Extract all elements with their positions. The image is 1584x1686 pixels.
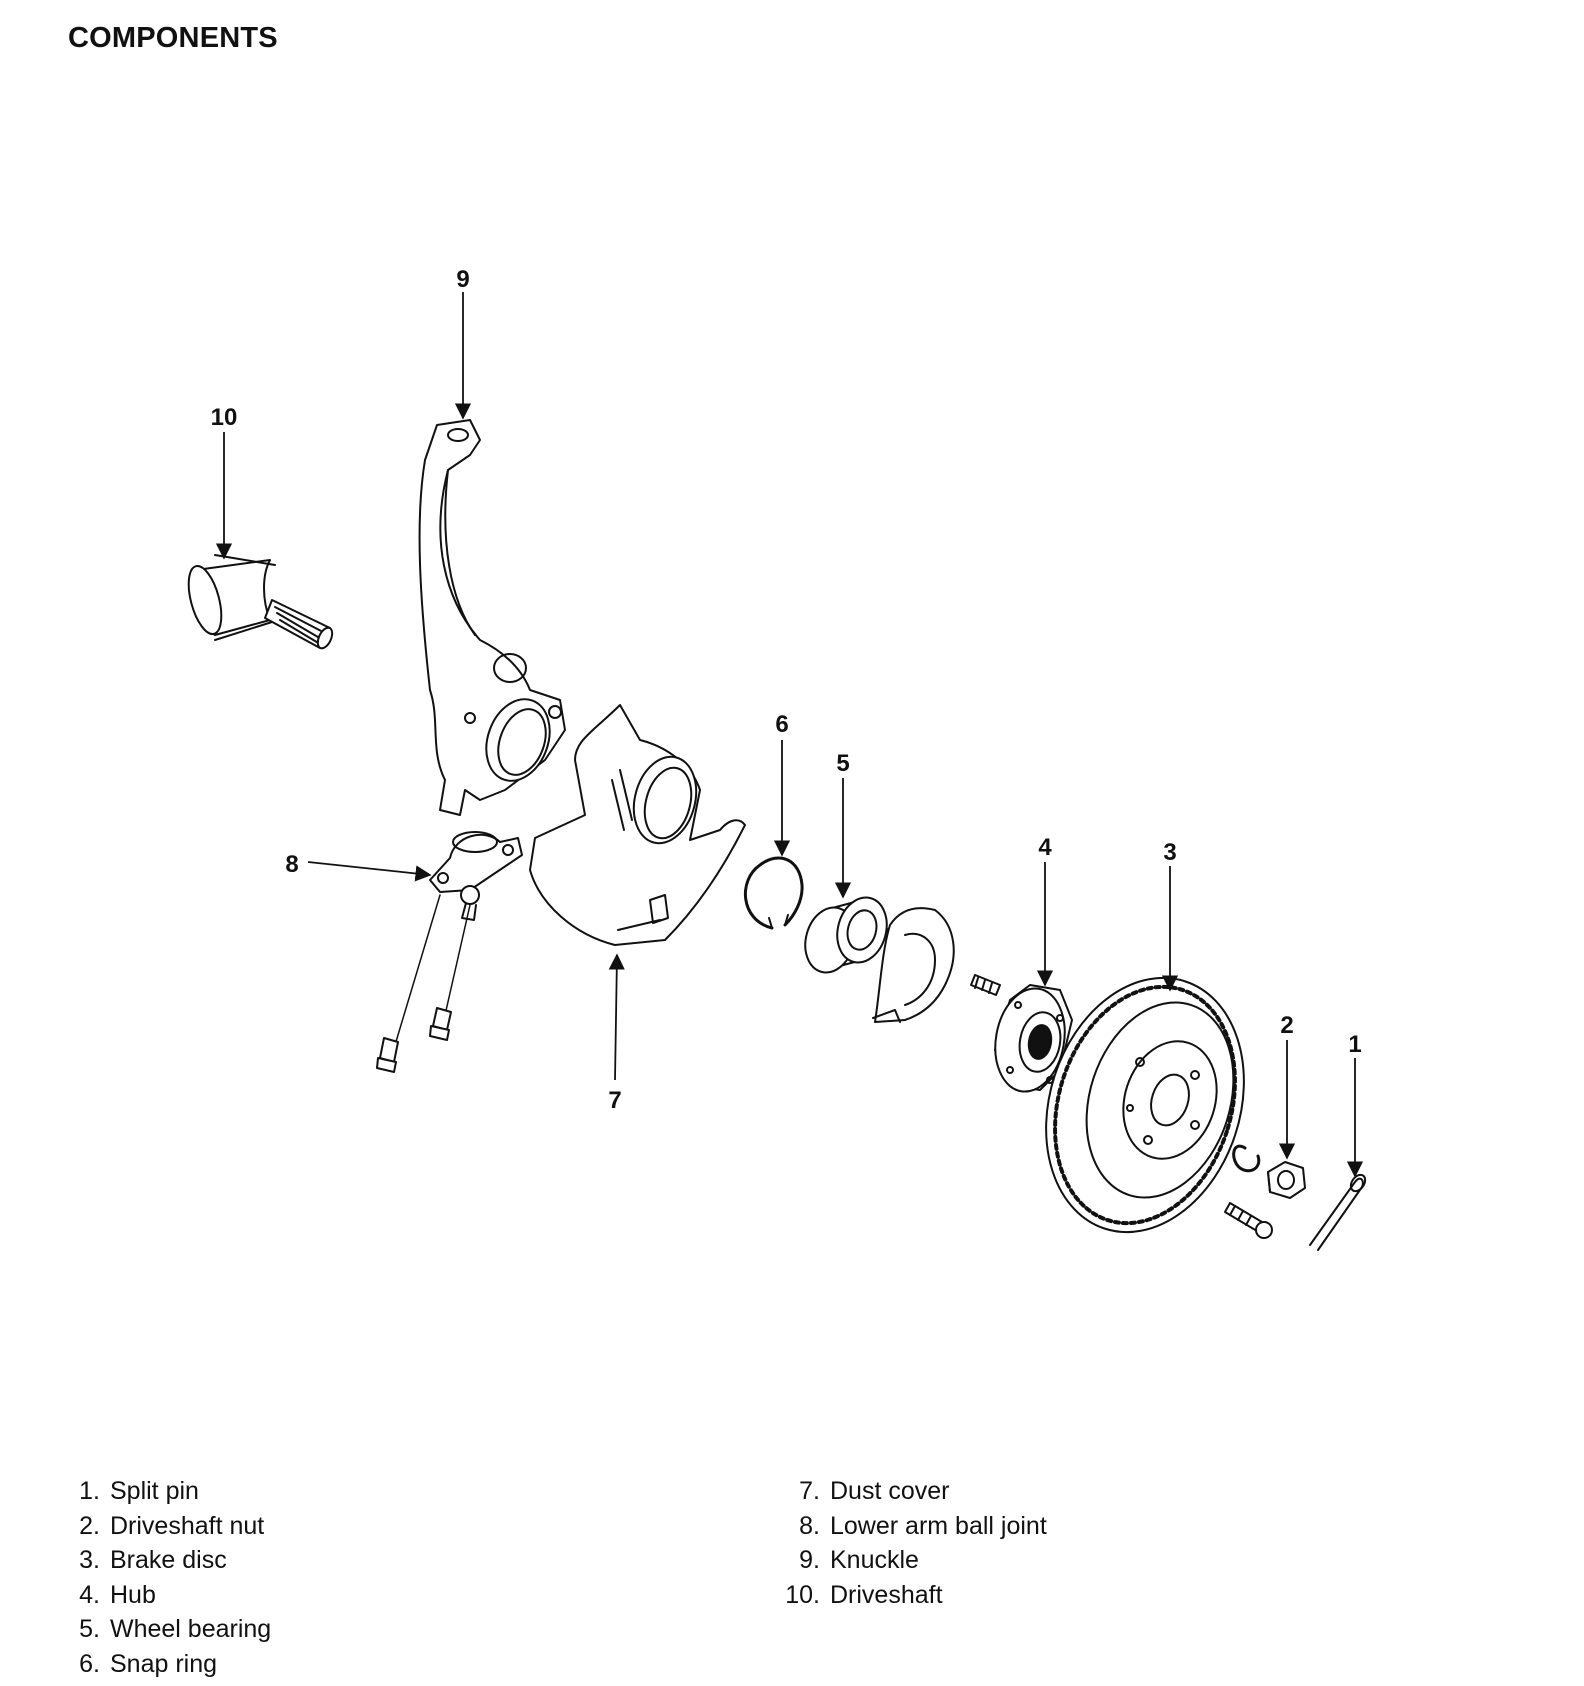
- list-item: 3.Brake disc: [79, 1546, 227, 1574]
- callout-2: 2: [1280, 1012, 1293, 1039]
- list-item: 10.Driveshaft: [785, 1580, 943, 1609]
- disc-screw-part: [1224, 1202, 1273, 1239]
- bearing-shield-part: [872, 907, 955, 1023]
- callout-1: 1: [1348, 1031, 1361, 1058]
- knuckle-part: [418, 419, 566, 816]
- ball-joint-bolt-part: [376, 894, 471, 1073]
- leader-7: [608, 953, 625, 1081]
- lower-arm-ball-joint-part: [429, 831, 523, 921]
- hub-part: [994, 984, 1073, 1093]
- callout-3: 3: [1163, 839, 1176, 866]
- snap-ring-part: [744, 856, 804, 930]
- wheel-bearing-part: [804, 896, 889, 974]
- callout-5: 5: [836, 750, 849, 777]
- leader-8: [307, 861, 432, 882]
- callout-10: 10: [211, 404, 238, 431]
- list-item: 7.Dust cover: [799, 1477, 950, 1505]
- parts-list-left: 1.Split pin 2.Driveshaft nut 3.Brake dis…: [64, 1474, 271, 1681]
- callout-8: 8: [285, 851, 298, 878]
- list-item: 9.Knuckle: [799, 1546, 919, 1574]
- exploded-view-diagram: 9 10 8 7 6 5 4 3 2 1: [187, 266, 1367, 1251]
- list-item: 6.Snap ring: [79, 1649, 218, 1678]
- callout-7: 7: [608, 1087, 621, 1114]
- split-pin-part: [1309, 1173, 1367, 1251]
- list-item: 4.Hub: [79, 1580, 156, 1609]
- parts-list-right: 7.Dust cover 8.Lower arm ball joint 9.Kn…: [770, 1474, 1047, 1612]
- list-item: 2.Driveshaft nut: [79, 1511, 265, 1540]
- callout-4: 4: [1038, 834, 1052, 861]
- dust-cover-part: [529, 704, 746, 946]
- brake-disc-part: [1045, 976, 1245, 1234]
- list-item: 5.Wheel bearing: [79, 1615, 272, 1643]
- list-item: 1.Split pin: [79, 1477, 199, 1505]
- driveshaft-nut-part: [1267, 1161, 1306, 1199]
- washer-part: [1232, 1144, 1261, 1173]
- driveshaft-part: [187, 554, 334, 650]
- callout-6: 6: [775, 711, 788, 738]
- list-item: 8.Lower arm ball joint: [799, 1511, 1047, 1540]
- callout-9: 9: [456, 266, 469, 293]
- page-title: COMPONENTS: [68, 22, 278, 54]
- hub-stud-part: [970, 974, 1001, 996]
